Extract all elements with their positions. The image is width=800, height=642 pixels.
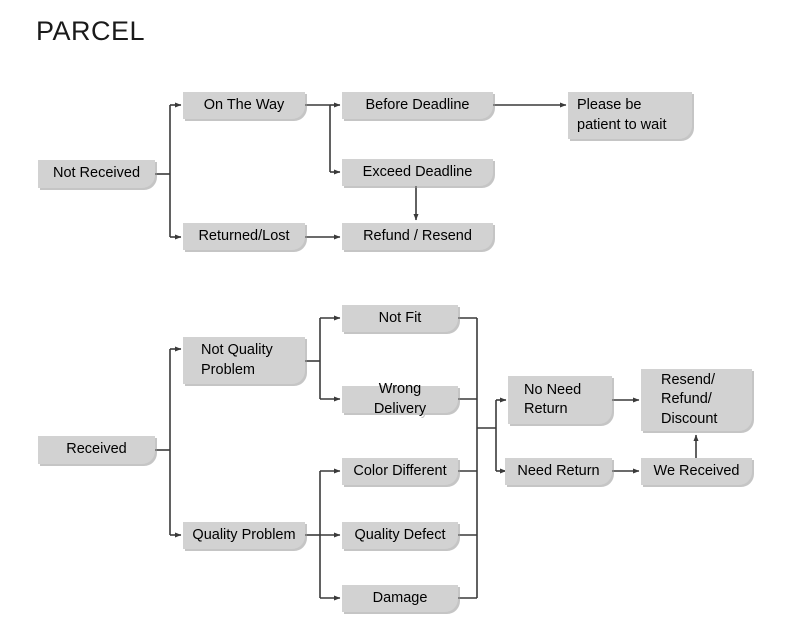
node-wrong-delivery[interactable]: Wrong Delivery [342,381,458,417]
node-need-return[interactable]: Need Return [505,458,612,485]
node-color-different[interactable]: Color Different [342,458,458,485]
node-not-received[interactable]: Not Received [38,160,155,188]
node-damage[interactable]: Damage [342,585,458,612]
node-please-be-patient[interactable]: Please be patient to wait [568,92,692,139]
node-before-deadline[interactable]: Before Deadline [342,92,493,119]
node-not-fit[interactable]: Not Fit [342,305,458,332]
node-returned-lost[interactable]: Returned/Lost [183,223,305,250]
page-title: PARCEL [36,16,146,46]
node-not-quality-problem[interactable]: Not Quality Problem [183,337,305,384]
node-quality-problem[interactable]: Quality Problem [183,522,305,549]
node-resend-refund-discount[interactable]: Resend/ Refund/ Discount [641,369,752,431]
node-quality-defect[interactable]: Quality Defect [342,522,458,549]
node-received[interactable]: Received [38,436,155,464]
node-refund-resend[interactable]: Refund / Resend [342,223,493,250]
node-we-received[interactable]: We Received [641,458,752,485]
node-on-the-way[interactable]: On The Way [183,92,305,119]
node-exceed-deadline[interactable]: Exceed Deadline [342,159,493,186]
node-no-need-return[interactable]: No Need Return [508,376,612,424]
